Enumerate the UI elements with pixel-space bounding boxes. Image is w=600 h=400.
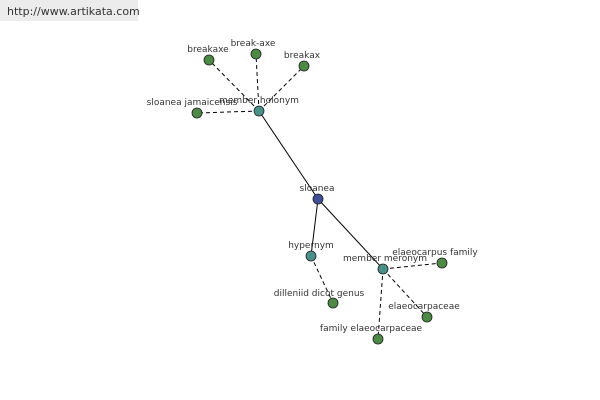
edge-meronym-elaeocarpaceae (382, 268, 428, 318)
edge-hypernym-dilleniid-dicot-genus (310, 255, 334, 304)
member-meronym-node[interactable] (377, 263, 389, 275)
member-holonym-node[interactable] (253, 105, 265, 117)
breakaxe-node[interactable] (203, 54, 215, 66)
edge-holonym-sloanea-jamaicensis (196, 110, 260, 114)
sloanea-jamaicensis-node[interactable] (191, 107, 203, 119)
family-elaeocarpaceae-node[interactable] (372, 333, 384, 345)
center-node[interactable] (312, 193, 324, 205)
edge-sloanea-member-holonym (258, 110, 319, 200)
breakax-label[interactable]: breakax (284, 51, 321, 61)
breakax-node[interactable] (298, 60, 310, 72)
url-banner: http://www.artikata.com (0, 0, 140, 21)
hypernym-node[interactable] (305, 250, 317, 262)
dilleniid-dicot-genus-node[interactable] (327, 297, 339, 309)
edge-sloanea-hypernym (310, 198, 319, 257)
edge-holonym-break-axe (255, 53, 260, 112)
sloanea-jamaicensis-label[interactable]: sloanea jamaicensis (147, 98, 238, 108)
breakaxe-label[interactable]: breakaxe (187, 45, 229, 55)
edge-sloanea-member-meronym (317, 198, 384, 270)
edge-holonym-breakaxe (208, 59, 260, 112)
break-axe-node[interactable] (250, 48, 262, 60)
elaeocarpaceae-node[interactable] (421, 311, 433, 323)
elaeocarpus-family-label[interactable]: elaeocarpus family (392, 248, 478, 258)
break-axe-label[interactable]: break-axe (231, 39, 276, 49)
elaeocarpus-family-node[interactable] (436, 257, 448, 269)
url-text[interactable]: http://www.artikata.com (7, 5, 140, 18)
hypernym-label[interactable]: hypernym (288, 241, 334, 251)
dilleniid-dicot-genus-label[interactable]: dilleniid dicot genus (274, 289, 365, 299)
member-meronym-label[interactable]: member meronym (343, 254, 427, 264)
edge-meronym-elaeocarpus-family (382, 262, 443, 270)
family-elaeocarpaceae-label[interactable]: family elaeocarpaceae (320, 324, 423, 334)
edge-holonym-breakax (258, 65, 305, 112)
sloanea-label[interactable]: sloanea (300, 184, 335, 194)
elaeocarpaceae-label[interactable]: elaeocarpaceae (388, 302, 460, 312)
edge-meronym-family-elaeocarpaceae (377, 268, 384, 340)
member-holonym-label[interactable]: member holonym (219, 96, 299, 106)
